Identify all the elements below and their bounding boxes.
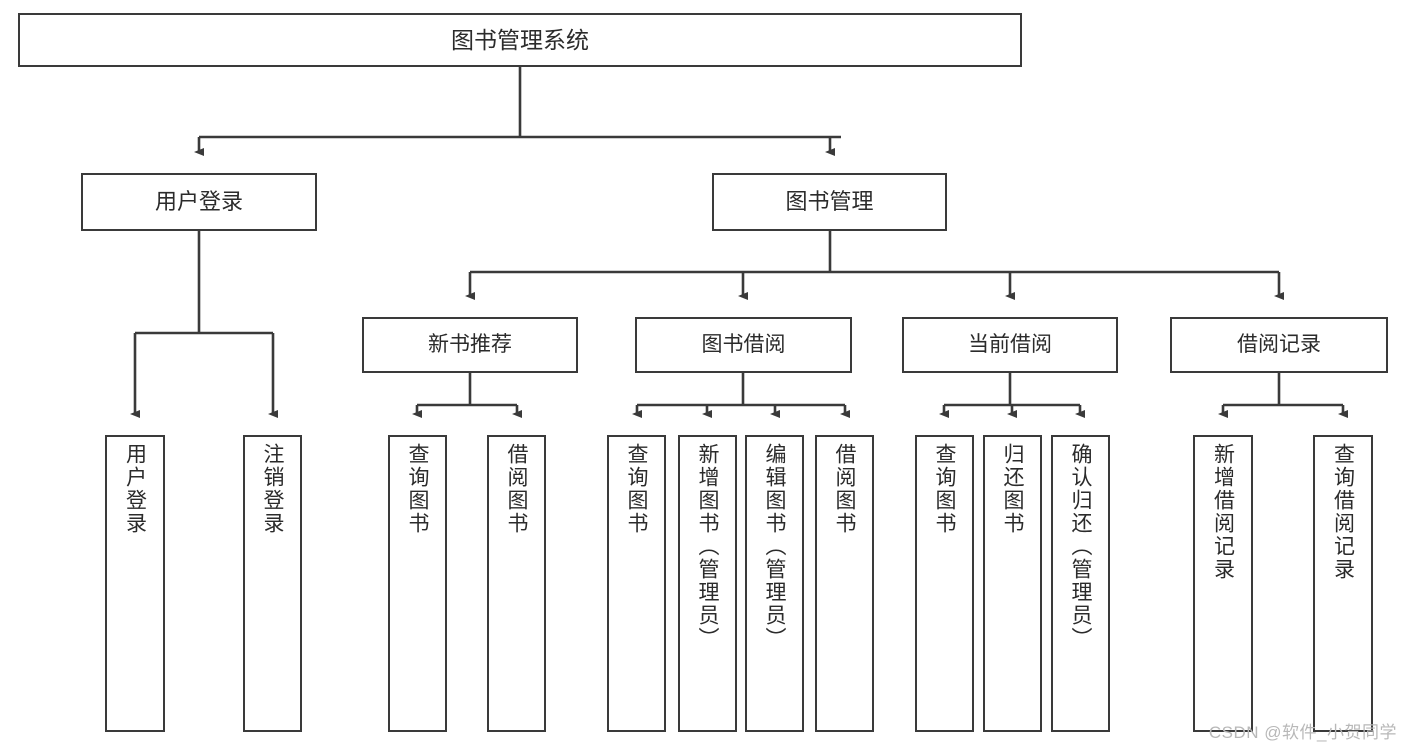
node-label: 借阅记录 — [1237, 332, 1321, 356]
node-leaf-query-book-rec[interactable]: 查询图书 — [388, 435, 447, 732]
node-leaf-borrow-book[interactable]: 借阅图书 — [815, 435, 874, 732]
node-book-borrowing[interactable]: 图书借阅 — [635, 317, 852, 373]
node-current-borrowing[interactable]: 当前借阅 — [902, 317, 1118, 373]
node-label: 图书管理系统 — [451, 26, 589, 53]
node-label: 查询图书 — [406, 443, 429, 535]
node-leaf-edit-book-admin[interactable]: 编辑图书（管理员） — [745, 435, 804, 732]
node-label: 新增图书（管理员） — [696, 443, 719, 650]
node-borrow-records[interactable]: 借阅记录 — [1170, 317, 1388, 373]
node-book-management[interactable]: 图书管理 — [712, 173, 947, 231]
node-label: 新增借阅记录 — [1211, 443, 1235, 581]
node-label: 借阅图书 — [505, 443, 528, 535]
node-leaf-confirm-return-admin[interactable]: 确认归还（管理员） — [1051, 435, 1110, 732]
node-new-book-recommendation[interactable]: 新书推荐 — [362, 317, 578, 373]
node-leaf-add-book-admin[interactable]: 新增图书（管理员） — [678, 435, 737, 732]
node-label: 查询借阅记录 — [1331, 443, 1355, 581]
node-label: 借阅图书 — [833, 443, 856, 535]
node-leaf-user-login[interactable]: 用户登录 — [105, 435, 165, 732]
node-leaf-borrow-book-rec[interactable]: 借阅图书 — [487, 435, 546, 732]
node-label: 编辑图书（管理员） — [763, 443, 786, 650]
node-label: 图书借阅 — [701, 332, 786, 356]
node-label: 查询图书 — [625, 443, 648, 535]
node-root-book-management-system[interactable]: 图书管理系统 — [18, 13, 1022, 67]
node-user-login[interactable]: 用户登录 — [81, 173, 317, 231]
node-leaf-query-book-current[interactable]: 查询图书 — [915, 435, 974, 732]
node-leaf-logout[interactable]: 注销登录 — [243, 435, 302, 732]
node-label: 确认归还（管理员） — [1069, 443, 1092, 650]
node-label: 归还图书 — [1001, 443, 1024, 535]
node-label: 用户登录 — [154, 189, 243, 215]
node-leaf-return-book[interactable]: 归还图书 — [983, 435, 1042, 732]
node-label: 当前借阅 — [968, 332, 1052, 356]
node-label: 注销登录 — [261, 443, 284, 535]
node-label: 新书推荐 — [428, 332, 512, 356]
node-leaf-query-borrow-record[interactable]: 查询借阅记录 — [1313, 435, 1373, 732]
node-leaf-query-book-borrow[interactable]: 查询图书 — [607, 435, 666, 732]
node-label: 图书管理 — [785, 189, 874, 215]
node-label: 用户登录 — [123, 443, 147, 535]
node-label: 查询图书 — [933, 443, 956, 535]
node-leaf-add-borrow-record[interactable]: 新增借阅记录 — [1193, 435, 1253, 732]
